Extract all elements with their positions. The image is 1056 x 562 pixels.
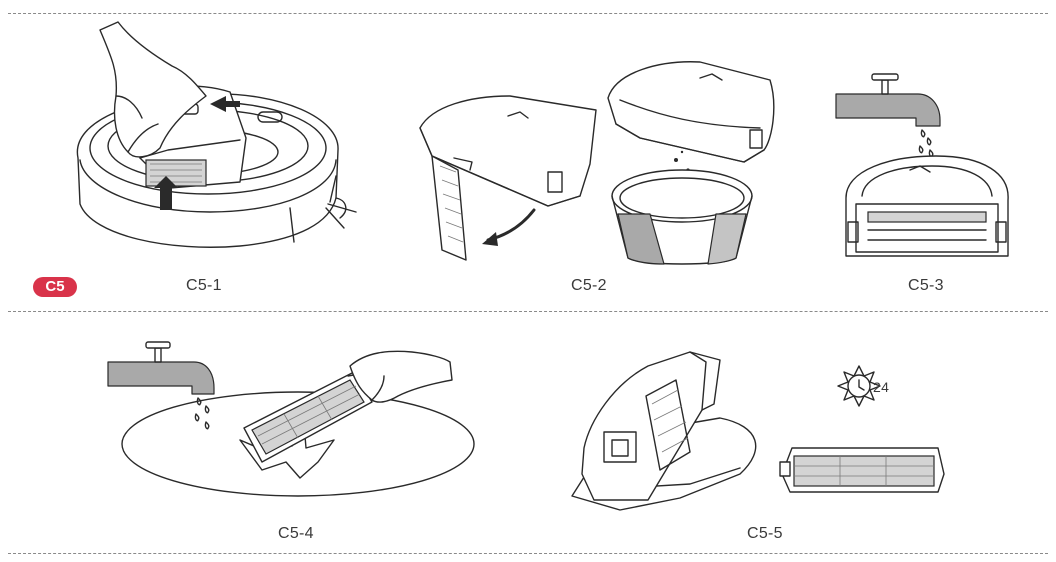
caption-c5-5: C5-5 [747,525,783,542]
caption-c5-4: C5-4 [278,525,314,542]
sun-clock-icon [837,365,881,407]
illustration-c5-3-rinse-dustbin [835,73,1009,257]
illustration-c5-4-rinse-filter [107,341,475,497]
caption-c5-2: C5-2 [571,277,607,294]
divider-middle [8,311,1048,312]
illustration-c5-2-empty-dustbin [419,61,775,265]
caption-c5-3: C5-3 [908,277,944,294]
divider-top [8,13,1048,14]
illustration-c5-5-dry-filter [571,351,945,511]
caption-c5-1: C5-1 [186,277,222,294]
dry-hours-label: 24 [873,379,890,395]
section-badge: C5 [33,277,77,297]
illustration-c5-1-robot-dustbin [76,21,357,248]
divider-bottom [8,553,1048,554]
